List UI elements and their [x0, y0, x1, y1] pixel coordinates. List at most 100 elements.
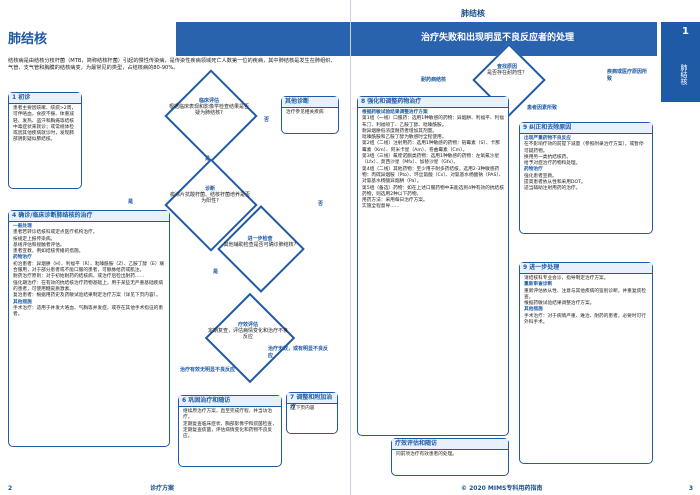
step7r-right: 疾病或医疗原因所致	[607, 69, 648, 82]
step-2-no: 否	[264, 117, 270, 123]
step8-subtitle: 根据药敏试验结果调整治疗方案	[362, 110, 428, 115]
step8-1: 耐异烟肼低浓度耐药者增加其剂量。	[362, 128, 438, 134]
step-num-4: 4	[12, 212, 17, 219]
step4-0-3: 患者宣教，例如结核传播的措施。	[13, 249, 84, 255]
step4-1-1: 耐药治疗原则：对于初始耐药的结核病，或治疗后检出耐药……	[13, 274, 145, 280]
step9-num: 9	[523, 124, 528, 131]
step9-2: 给予对症治疗药物和处理。	[524, 161, 581, 167]
step-title-6: 巩固治疗和随访	[188, 397, 231, 404]
step8-3: 第2组（二线）注射用药：选用1种敏感的药物：链霉素（S）、卡那霉素（Km）、阿米…	[362, 141, 500, 153]
other-body: 治疗参见相关疾病	[286, 110, 324, 115]
step-7r-label: 查找原因 是否存在耐药性？	[473, 64, 541, 76]
step-num-6: 6	[182, 397, 187, 404]
step4-h0: 一般处理	[13, 224, 32, 229]
step-body-1: 患者主要因咳嗽、咳痰>2周，可伴咯血，食欲不振、体重减轻、发热、盗汗和胸痛等结核…	[13, 106, 77, 143]
page-number-left: 2	[8, 485, 13, 492]
step4-1-3: 复治患者：根据用药史及药敏试验结果制定治疗方案（详见下页内容）。	[13, 293, 161, 299]
step9-1: 换用另一类抗结核药。	[524, 154, 571, 160]
step4-0-0: 患者若转诊结核科或定点医疗机构治疗。	[13, 230, 98, 236]
step6-1: 定期复查临床症状、胸部影像学和痰菌检查，定期复查痰菌，评估病情变化和药物不良反应…	[183, 421, 277, 440]
step4-h2: 其他措施	[13, 299, 32, 305]
box-further-processing: 9 进一步处理 请结核科专业会诊，指导制定治疗方案。 重新审查诊断 重新评估依从…	[519, 262, 653, 464]
further-label: 进一步检查 其他辅助检查是否可确诊肺结核?	[220, 236, 300, 248]
right-band-text: 治疗失败和出现明显不良反应者的处理	[421, 33, 575, 43]
step-2-yes: 是	[205, 156, 211, 162]
step-5-res1: 治疗有效无明显不良反应	[180, 367, 236, 373]
left-page: 肺结核 结核病是由结核分枝杆菌（MTB，简称结核杆菌）引起的慢性传染病，是传染性…	[8, 22, 350, 492]
step4-h1: 药物治疗	[13, 255, 32, 261]
further-body: 其他辅助检查是否可确诊肺结核?	[223, 242, 297, 248]
step10-title: 进一步处理	[529, 264, 560, 271]
step9-subtitle: 出现严重药物不良反应	[524, 136, 571, 141]
step-body-4: 一般处理 患者若转诊结核科或定点医疗机构治疗。 按规定上报传染病。 基线评估和接…	[9, 222, 169, 320]
step-5-label: 疗效评估 定期复查，评估病情变化和治疗不良反应	[208, 322, 288, 340]
step10-body: 请结核科专业会诊，指导制定治疗方案。 重新审查诊断 重新评估依从性、注意与其他疾…	[520, 274, 652, 328]
step8-2: 吡嗪酰胺和乙胺丁醇为敏感时全程使用。	[362, 135, 447, 141]
box-adjust: 7 调整和附加治疗 见下页内容	[286, 392, 338, 434]
patient-factor: 患者因素所致	[527, 105, 558, 111]
step8-body: 根据药敏试验结果调整治疗方案 第1组（一线）口服药：选用1种敏感的药物：异烟肼、…	[358, 108, 508, 213]
step8-7: 用药方法：采用每日治疗方案。	[362, 198, 428, 204]
step4-0-1: 按规定上报传染病。	[13, 236, 56, 242]
diamond-clinical-eval	[164, 69, 258, 163]
box-treatment: 4 确诊/临床诊断肺结核的治疗 一般处理 患者若转诊结核科或定点医疗机构治疗。 …	[8, 210, 170, 447]
box-other-diagnosis: 其他诊断 治疗参见相关疾病	[281, 96, 339, 134]
further-no: 否	[318, 201, 324, 207]
other-title: 其他诊断	[282, 97, 338, 108]
step-title-2: 临床评估	[198, 98, 219, 104]
footer-text-left: 诊疗方案	[150, 485, 175, 492]
step-title-5: 疗效评估	[237, 322, 258, 328]
step4-1-2: 强化期治疗：在有效的抗结核治疗药物基础上，用于某些无严重基础疾病的患者，可使用糖…	[13, 280, 164, 292]
step-body-5: 定期复查，评估病情变化和治疗不良反应	[208, 328, 289, 340]
step-num-7: 7	[290, 394, 295, 401]
box-consolidation: 6 巩固治疗和随访 继续原治疗方案，直至完成疗程，并当访治疗。 定期复查临床症状…	[178, 395, 282, 467]
step8b-title: 疗效评估和随访	[392, 439, 508, 450]
step7r-title: 查找原因	[496, 64, 517, 70]
step9-title: 纠正和去除原因	[529, 124, 572, 131]
step-num-1: 1	[12, 94, 17, 101]
step10-num: 9	[523, 264, 528, 271]
step10-main: 请结核科专业会诊，指导制定治疗方案。	[524, 276, 609, 281]
step10-2: 手术治疗：对于病情严重、难治、耐药的患者，必要时可行外科手术。	[524, 313, 646, 326]
step-3-yes: 是	[128, 199, 134, 205]
step9b-title: 药物治疗	[524, 167, 543, 173]
step9b-2: 适当辅助注射用药的治疗。	[524, 186, 581, 192]
step8-8: 实施全程督导……	[362, 204, 400, 210]
side-tab-number: 1	[682, 26, 689, 37]
intro-text: 结核病是由结核分枝杆菌（MTB，简称结核杆菌）引起的慢性传染病，是传染性疾病领域…	[8, 58, 336, 71]
footer-text-right: © 2020 MIMS专科用药指南	[461, 485, 543, 492]
step10-1: 根据药敏试验结果调整治疗方案。	[524, 301, 595, 307]
step-title-4: 确诊/临床诊断肺结核的治疗	[18, 212, 93, 219]
box-initial-visit: 1 初诊 患者主要因咳嗽、咳痰>2周，可伴咯血，食欲不振、体重减轻、发热、盗汗和…	[8, 92, 82, 189]
step-3-label: 诊断 痰涂片抗酸杆菌、结核杆菌培养是否为阳性?	[170, 186, 250, 204]
step10-sub: 重新审查诊断	[524, 282, 553, 288]
step9-0: 在不影响疗效的前提下减量（参照附录治疗方案），或暂停可疑药物。	[524, 142, 644, 154]
step-5-res2: 治疗无效，或有明显不良反应	[268, 346, 329, 359]
title-band	[176, 22, 350, 56]
step6-0: 继续原治疗方案，直至完成疗程，并当访治疗。	[183, 409, 273, 421]
step9-body: 出现严重药物不良反应 在不影响疗效的前提下减量（参照附录治疗方案），或暂停可疑药…	[520, 134, 652, 195]
page-number-right: 3	[688, 485, 693, 492]
step8-num: 8	[361, 98, 366, 105]
step-2-label: 临床评估 根据临床表现和影像学检查结果是否疑为肺结核?	[168, 98, 250, 116]
step-body-2: 根据临床表现和影像学检查结果是否疑为肺结核?	[168, 104, 249, 116]
right-header: 肺结核	[461, 9, 485, 18]
step8-0: 第1组（一线）口服药：选用1种敏感的药物：异烟肼、利福平、利福布汀、利福喷丁、乙…	[362, 116, 504, 128]
step-body-6: 继续原治疗方案，直至完成疗程，并当访治疗。 定期复查临床症状、胸部影像学和痰菌检…	[179, 407, 281, 442]
box-followup: 疗效评估和随访 同前项治疗有效患者的处理。	[391, 438, 509, 476]
side-tab	[661, 22, 700, 102]
step-body-3: 痰涂片抗酸杆菌、结核杆菌培养是否为阳性?	[170, 192, 251, 204]
box-correct-cause: 9 纠正和去除原因 出现严重药物不良反应 在不影响疗效的前提下减量（参照附录治疗…	[519, 122, 653, 234]
step8b-body: 同前项治疗有效患者的处理。	[396, 452, 457, 457]
step8-5: 第4组（二线）其他药物：至少用于耐多药结核，选用2-3种敏感药物：丙硫异烟胺（P…	[362, 166, 504, 185]
further-title: 进一步检查	[247, 236, 273, 242]
side-tab-text: 肺结核	[680, 64, 688, 85]
step7r-left: 耐药病结核	[421, 77, 447, 83]
step-title-7: 调整和附加治疗	[290, 394, 333, 411]
step-title-1: 初诊	[18, 94, 31, 101]
step10-sub2: 其他措施	[524, 307, 543, 313]
step4-1-0: 初治患者：异烟肼（H）、利福平（R）、吡嗪酰胺（Z）、乙胺丁醇（E）联合服用，对…	[13, 261, 165, 274]
step4-2-0: 手术治疗：适用于并发大咯血、气胸等并发症，或存在其他手术指征的患者。	[13, 305, 164, 318]
step10-0: 重新评估依从性、注意与其他疾病的鉴别诊断，并重复痰检查。	[524, 288, 646, 300]
step8-6: 第5组（备选）药物：如在上述口服药物中未能选到4种有效的抗结核药物，则选用2种以…	[362, 185, 504, 197]
